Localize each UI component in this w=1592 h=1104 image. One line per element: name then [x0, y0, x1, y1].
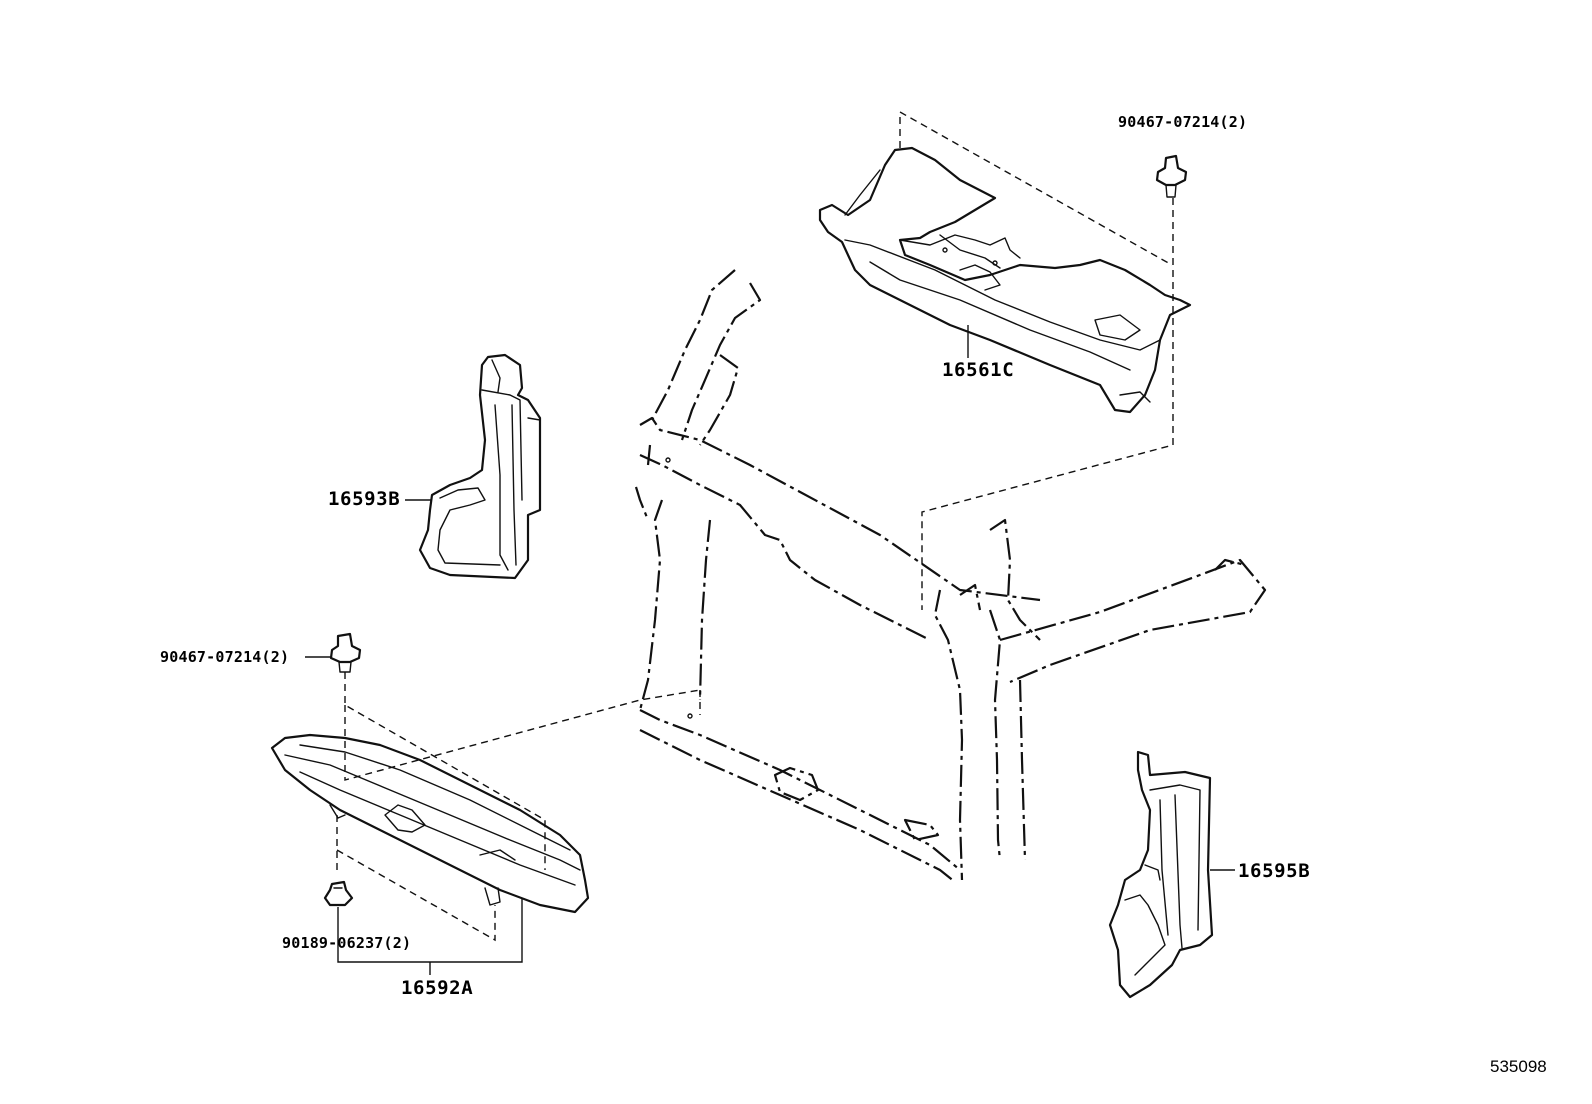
seal-upper-16561C-drawing [818, 146, 1192, 414]
leader-lines [305, 325, 1235, 975]
radiator-support-phantom [634, 269, 1267, 883]
seal-lower-16592A-drawing [270, 733, 590, 914]
clip-upper-drawing [1155, 154, 1188, 198]
part-number-seal-lower: 16592A [401, 977, 474, 999]
part-number-seal-upper: 16561C [942, 359, 1015, 381]
seal-left-16593B-drawing [418, 353, 542, 580]
part-number-clip-lower: 90189-06237(2) [282, 934, 412, 952]
clip-left-drawing [329, 632, 362, 673]
diagram-reference-number: 535098 [1490, 1057, 1547, 1076]
part-number-clip-left: 90467-07214(2) [160, 648, 290, 666]
part-number-seal-left: 16593B [328, 488, 401, 510]
clip-lower-drawing [323, 880, 354, 907]
seal-right-16595B-drawing [1108, 750, 1214, 999]
installation-lines [336, 110, 1174, 942]
part-number-seal-right: 16595B [1238, 860, 1311, 882]
part-number-clip-upper: 90467-07214(2) [1118, 113, 1248, 131]
